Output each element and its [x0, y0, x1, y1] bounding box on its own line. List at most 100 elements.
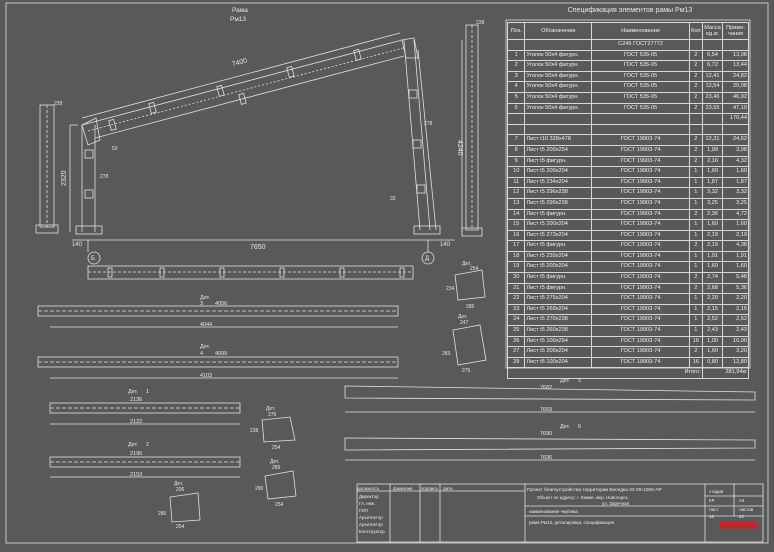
- spec-cell: 1: [688, 166, 703, 178]
- spec-cell: ГОСТ 19903-74: [591, 303, 690, 316]
- detail-2-bar: [49, 456, 241, 468]
- stamp-role-2: Гл. инж.: [359, 501, 376, 506]
- spec-cell: 12,41: [701, 70, 724, 83]
- spec-cell: 2,19: [722, 229, 749, 242]
- stamp-stage: КР: [709, 498, 715, 503]
- spec-cell: 1,60: [722, 166, 749, 178]
- spec-cell: 2: [688, 91, 703, 104]
- spec-cell: 2,19: [701, 229, 724, 242]
- spec-cell: 13,08: [722, 49, 749, 62]
- spec-cell: 6,72: [701, 60, 724, 72]
- spec-cell: Лист t5 200х204: [524, 166, 593, 178]
- dim-right-small: 278: [424, 121, 433, 127]
- spec-cell: Уголок 50х4 фигурн.: [524, 81, 593, 93]
- detail-5-outer: 7669: [540, 407, 552, 413]
- spec-cell: 13,44: [722, 60, 749, 72]
- detail-5-bar: [344, 385, 756, 401]
- plate-e-label: Дет.: [174, 481, 183, 487]
- spec-cell: ГОСТ 19903-74: [591, 187, 690, 199]
- plate-b-dim-a: 247: [460, 320, 469, 326]
- spec-cell: 12,31: [701, 134, 724, 146]
- spec-cell: 6: [506, 102, 526, 115]
- stamp-role-6: Конструктор: [359, 529, 385, 534]
- spec-cell: 2,20: [722, 293, 749, 305]
- axis-marker-right: [421, 251, 435, 265]
- company-logo: [720, 522, 758, 529]
- detail-1-inner: 2136: [130, 397, 142, 403]
- spec-cell: 12,80: [722, 356, 749, 369]
- spec-cell: 46,92: [722, 91, 749, 104]
- spec-cell: 23,55: [701, 102, 724, 115]
- spec-cell: 4,32: [722, 155, 749, 168]
- stamp-role-5: Архитектор: [359, 522, 383, 527]
- plate-a-dim-c: 234: [446, 286, 455, 292]
- stamp-col-role: должность: [357, 486, 380, 491]
- detail-5-num: 5: [578, 378, 581, 384]
- spec-cell: 2: [688, 282, 703, 295]
- rafter-bottom: [94, 55, 405, 139]
- spec-cell: Лист t5 234х204: [524, 176, 593, 189]
- spec-cell: 19: [506, 261, 526, 274]
- spec-cell: ГОСТ 19903-74: [591, 250, 690, 263]
- spec-cell: 2,19: [701, 240, 724, 252]
- plate-e-dim-b: 254: [176, 524, 185, 530]
- detail-2-num: 2: [146, 442, 149, 448]
- spec-cell: 14: [506, 208, 526, 221]
- spec-cell: 3,20: [722, 346, 749, 358]
- spec-cell: ГОСТ 19903-74: [591, 314, 690, 327]
- stamp-role-1: Директор: [359, 494, 379, 499]
- spec-cell: ГОСТ 535-05: [591, 60, 690, 72]
- spec-table: Поз. Обозначение Наименование Кол Масса …: [506, 22, 750, 379]
- spec-cell: ГОСТ 19903-74: [591, 208, 690, 221]
- spec-cell: ГОСТ 19903-74: [591, 166, 690, 178]
- plate-a-label: Дет.: [462, 261, 471, 267]
- spec-cell: 21: [506, 282, 526, 295]
- detail-4-outer: 4103: [200, 373, 212, 379]
- spec-cell: Лист t5 290х238: [524, 197, 593, 210]
- spec-cell: Лист t5 фигурн.: [524, 240, 593, 252]
- stamp-project: Проект благоустройства территории Беседк…: [527, 488, 662, 493]
- spec-cell: 10: [506, 166, 526, 178]
- spec-cell: 2: [688, 155, 703, 168]
- spec-cell: 26: [506, 335, 526, 348]
- spec-cell: 1: [688, 314, 703, 327]
- spec-cell: 4: [506, 81, 526, 93]
- spec-cell: Лист t5 270х238: [524, 314, 593, 327]
- spec-cell: 2,36: [701, 208, 724, 221]
- spec-cell: 1,60: [701, 219, 724, 231]
- spec-cell: 3,32: [701, 187, 724, 199]
- stamp-role-3: ГИП: [359, 508, 368, 513]
- detail-4-title: Дет.: [200, 344, 211, 350]
- dim-right-col-top: 228: [476, 20, 485, 26]
- spec-cell: 5: [506, 91, 526, 104]
- spec-cell: 20: [506, 272, 526, 284]
- spec-header-note: Приме- чание: [722, 22, 749, 40]
- spec-subtotal: 170,44: [722, 113, 749, 125]
- plan-beam: [87, 265, 414, 280]
- spec-cell: Лист t5 273х204: [524, 229, 593, 242]
- spec-header-qty: Кол: [688, 22, 703, 40]
- spec-cell: 17: [506, 240, 526, 252]
- spec-cell: ГОСТ 19903-74: [591, 325, 690, 337]
- spec-group-label: С245 ГОСТ27772: [591, 39, 690, 51]
- detail-3-outer: 4044: [200, 322, 212, 328]
- detail-6-num: 6: [578, 424, 581, 430]
- spec-cell: 6,54: [701, 49, 724, 62]
- spec-cell: 16: [506, 229, 526, 242]
- stamp-col-signature: подпись: [421, 486, 439, 491]
- spec-header-mass: Масса ед.кг.: [701, 22, 724, 40]
- spec-cell: 25: [506, 325, 526, 337]
- frame-title-1: Рама: [232, 7, 248, 14]
- spec-cell: Лист t5 269х204: [524, 303, 593, 316]
